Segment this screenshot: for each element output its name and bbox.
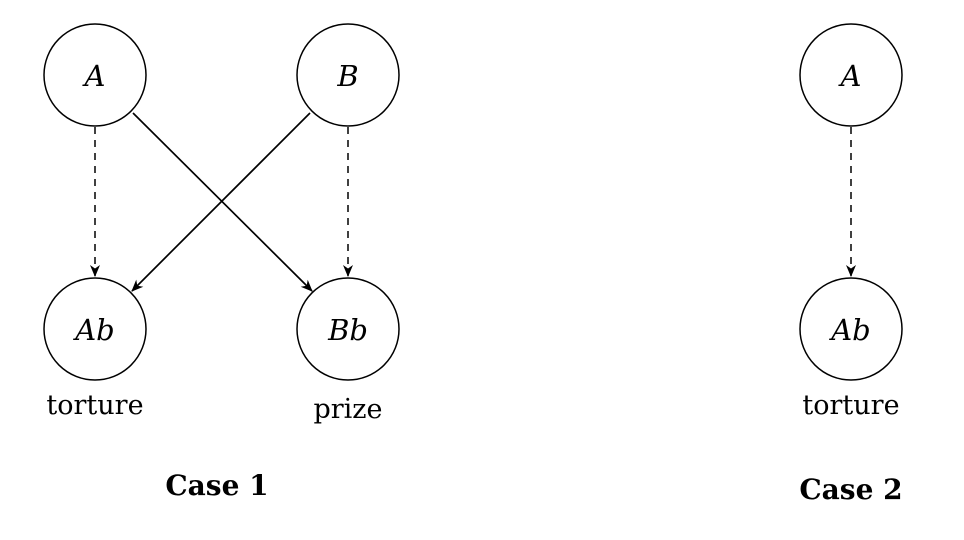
node-ab-label: Ab — [72, 313, 115, 347]
node-a: A — [43, 23, 147, 127]
case-1-title: Case 1 — [165, 469, 268, 502]
node-a-label: A — [82, 59, 106, 93]
case-2-title: Case 2 — [799, 473, 902, 506]
node-b-label: B — [336, 59, 358, 93]
ab-outcome-label-case2: torture — [802, 390, 899, 421]
node-ab-case2-label: Ab — [828, 313, 871, 347]
ab-outcome-label: torture — [46, 390, 143, 421]
case-2-diagram: A Ab torture Case 2 — [799, 23, 903, 506]
node-a-case2: A — [799, 23, 903, 127]
edge-b-to-ab-solid — [131, 112, 311, 292]
node-bb-label: Bb — [327, 313, 368, 347]
node-bb: Bb — [296, 277, 400, 381]
node-ab: Ab — [43, 277, 147, 381]
node-b: B — [296, 23, 400, 127]
node-a-case2-label: A — [838, 59, 862, 93]
node-ab-case2: Ab — [799, 277, 903, 381]
bb-outcome-label: prize — [313, 394, 382, 425]
edge-a-to-bb-solid — [132, 112, 313, 292]
case-1-diagram: A B Ab Bb torture prize Case 1 — [43, 23, 400, 502]
